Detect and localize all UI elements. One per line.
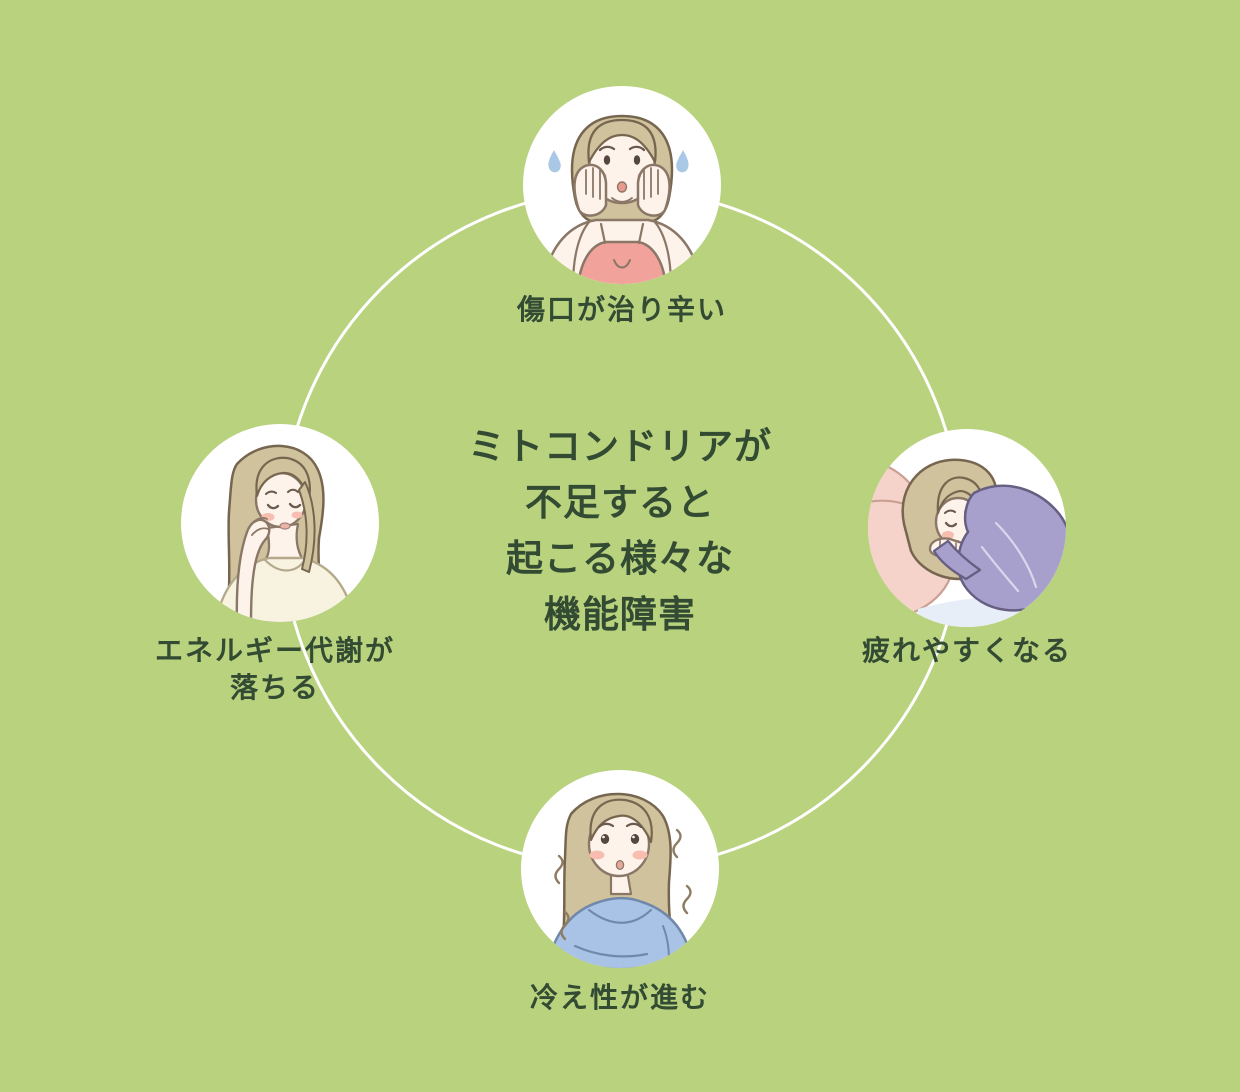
shivering-woman-in-sweater-icon	[546, 792, 695, 968]
title-line: 起こる様々な	[506, 538, 734, 579]
label-line: 疲れやすくなる	[861, 635, 1072, 666]
fatigued-woman-touching-temple-icon	[214, 444, 356, 622]
node-cold-sensitivity	[521, 770, 719, 968]
label-line: 冷え性が進む	[529, 982, 710, 1013]
title-line: 機能障害	[544, 594, 696, 635]
title-line: 不足すると	[525, 482, 715, 523]
label-tired-easily: 疲れやすくなる	[717, 632, 1217, 669]
node-energy-metabolism-drops	[181, 424, 379, 622]
label-line: エネルギー代謝が	[154, 635, 395, 666]
label-energy-metabolism-drops: エネルギー代謝が 落ちる	[25, 632, 525, 706]
label-line: 落ちる	[229, 672, 320, 703]
label-line: 傷口が治り辛い	[516, 294, 727, 325]
title-line: ミトコンドリアが	[468, 426, 772, 467]
node-tired-easily	[868, 429, 1066, 627]
page-title: ミトコンドリアが 不足すると 起こる様々な 機能障害	[370, 419, 870, 643]
worried-woman-hands-on-cheeks-icon	[542, 114, 702, 284]
label-cold-sensitivity: 冷え性が進む	[370, 979, 870, 1016]
node-wound-heals-slowly	[523, 86, 721, 284]
label-wound-heals-slowly: 傷口が治り辛い	[372, 291, 872, 328]
tired-woman-lying-on-pillow-icon	[868, 458, 1066, 627]
